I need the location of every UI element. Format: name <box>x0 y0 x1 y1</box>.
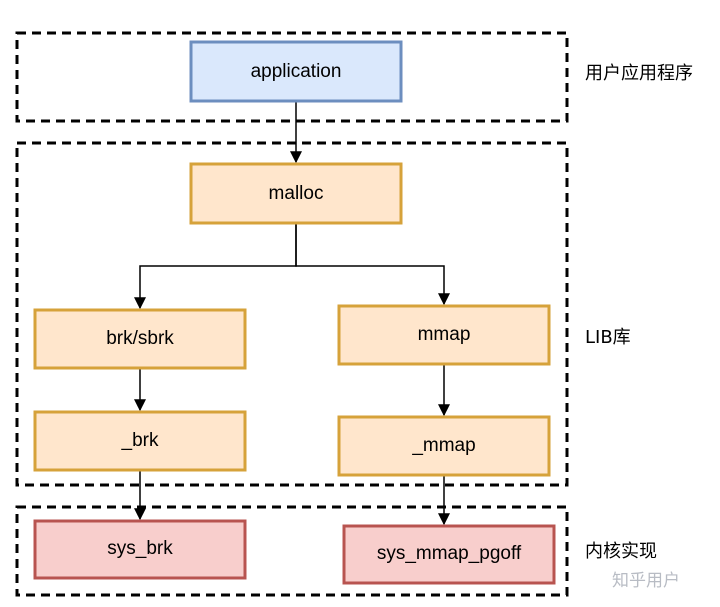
node-sys-brk-label: sys_brk <box>107 538 173 559</box>
layer-label-lib: LIB库 <box>585 327 631 348</box>
edge-malloc-brk-sbrk <box>134 223 297 310</box>
layer-label-user-app: 用户应用程序 <box>585 63 693 84</box>
node-underscore-mmap: _mmap <box>337 415 551 477</box>
node-brk-sbrk-label: brk/sbrk <box>106 328 174 349</box>
layer-user-app <box>15 31 569 123</box>
node-malloc-label: malloc <box>269 183 324 204</box>
watermark: 知乎用户 <box>612 571 680 591</box>
node-sys-mmap-pgoff-label: sys_mmap_pgoff <box>377 543 522 564</box>
node-mmap-label: mmap <box>418 324 471 345</box>
edge-malloc-mmap <box>295 223 450 306</box>
node-sys-mmap-pgoff: sys_mmap_pgoff <box>342 524 556 585</box>
layer-kernel <box>15 505 569 597</box>
node-application-label: application <box>251 61 342 82</box>
node-brk-sbrk: brk/sbrk <box>33 308 247 370</box>
node-underscore-mmap-label: _mmap <box>411 435 475 456</box>
node-application: application <box>189 40 403 103</box>
node-brk: _brk <box>33 410 247 472</box>
node-malloc: malloc <box>189 162 403 225</box>
node-brk-label: _brk <box>121 430 159 451</box>
node-mmap: mmap <box>337 304 551 366</box>
node-sys-brk: sys_brk <box>33 519 247 580</box>
layer-lib <box>15 141 569 487</box>
layer-label-kernel: 内核实现 <box>585 541 657 562</box>
